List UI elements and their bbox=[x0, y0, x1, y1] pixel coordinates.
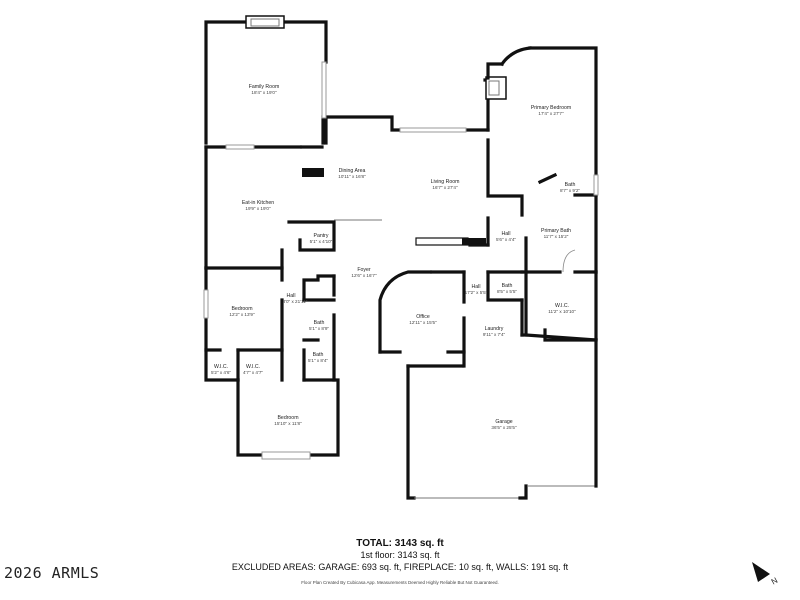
room-label-kitchen: Eat-in Kitchen bbox=[242, 200, 274, 206]
room-label-primary-bath: Primary Bath bbox=[541, 228, 571, 234]
hall-bath-walls bbox=[302, 274, 336, 382]
svg-text:8'7" x 9'2": 8'7" x 9'2" bbox=[560, 188, 580, 193]
svg-text:12'6" x 16'7": 12'6" x 16'7" bbox=[351, 273, 377, 278]
room-label-bedroom-south: Bedroom bbox=[277, 415, 298, 421]
room-label-hall-a: Hall bbox=[502, 231, 511, 237]
svg-text:4'7" x 4'7": 4'7" x 4'7" bbox=[243, 370, 263, 375]
svg-text:8'5" x 5'5": 8'5" x 5'5" bbox=[497, 289, 517, 294]
kitchen-walls bbox=[204, 145, 382, 270]
north-arrow-icon: N bbox=[752, 562, 780, 586]
room-label-garage: Garage bbox=[495, 419, 512, 425]
svg-text:9'11" x 7'4": 9'11" x 7'4" bbox=[483, 332, 506, 337]
svg-text:10'11" x 16'8": 10'11" x 16'8" bbox=[338, 174, 366, 179]
svg-text:12'2" x 13'9": 12'2" x 13'9" bbox=[229, 312, 255, 317]
room-label-pantry: Pantry bbox=[314, 233, 329, 239]
disclaimer: Floor Plan Created By Cubicasa App. Meas… bbox=[301, 580, 499, 585]
room-label-bath-d: Bath bbox=[314, 320, 325, 326]
room-label-office: Office bbox=[416, 314, 430, 320]
svg-text:5'1" x 8'9": 5'1" x 8'9" bbox=[309, 326, 329, 331]
living-area-walls bbox=[321, 76, 507, 145]
svg-text:16'7" x 27'4": 16'7" x 27'4" bbox=[432, 185, 458, 190]
room-label-bath-c: Bath bbox=[502, 283, 513, 289]
svg-text:17'2" x 5'5": 17'2" x 5'5" bbox=[465, 290, 488, 295]
primary-bedroom-walls bbox=[486, 46, 598, 274]
watermark: 2026 ARMLS bbox=[4, 564, 100, 582]
svg-text:17'4" x 27'7": 17'4" x 27'7" bbox=[538, 111, 564, 116]
svg-text:5'1" x 4'10": 5'1" x 4'10" bbox=[310, 239, 333, 244]
bedroom-south-walls bbox=[236, 348, 340, 460]
primary-bath-walls bbox=[520, 249, 598, 274]
laundry-walls bbox=[486, 270, 598, 342]
room-label-foyer: Foyer bbox=[357, 267, 371, 273]
svg-text:5'2" x 4'6": 5'2" x 4'6" bbox=[211, 370, 231, 375]
svg-text:12'11" x 15'5": 12'11" x 15'5" bbox=[409, 320, 437, 325]
svg-text:5'1" x 8'4": 5'1" x 8'4" bbox=[308, 358, 328, 363]
room-label-bedroom-west: Bedroom bbox=[231, 306, 252, 312]
svg-text:3'0" x 21'11": 3'0" x 21'11" bbox=[283, 299, 308, 304]
garage-walls bbox=[406, 338, 598, 500]
room-label-family: Family Room bbox=[249, 84, 280, 90]
svg-text:11'7" x 15'2": 11'7" x 15'2" bbox=[544, 234, 569, 239]
svg-text:18'4" x 19'0": 18'4" x 19'0" bbox=[251, 90, 277, 95]
room-labels: Family Room 18'4" x 19'0" Primary Bedroo… bbox=[211, 84, 580, 430]
room-label-hall-c: Hall bbox=[287, 293, 296, 299]
floor-area: 1st floor: 3143 sq. ft bbox=[360, 550, 440, 560]
room-label-wic-primary: W.I.C. bbox=[555, 303, 569, 309]
living-room-walls bbox=[415, 216, 490, 247]
windows bbox=[203, 61, 599, 319]
office-walls bbox=[378, 270, 466, 368]
svg-text:11'2" x 10'10": 11'2" x 10'10" bbox=[548, 309, 576, 314]
room-label-laundry: Laundry bbox=[485, 326, 504, 332]
room-label-bath-e: Bath bbox=[313, 352, 324, 358]
svg-text:36'5" x 25'5": 36'5" x 25'5" bbox=[491, 425, 517, 430]
room-label-hall-b: Hall bbox=[472, 284, 481, 290]
room-label-wic-b: W.I.C. bbox=[246, 364, 260, 370]
room-label-bath-primary: Bath bbox=[565, 182, 576, 188]
kitchen-counter bbox=[302, 168, 324, 177]
room-label-primary-bedroom: Primary Bedroom bbox=[531, 105, 571, 111]
north-label: N bbox=[770, 576, 780, 586]
room-label-living: Living Room bbox=[431, 179, 460, 185]
total-area: TOTAL: 3143 sq. ft bbox=[356, 538, 444, 549]
living-counter bbox=[415, 237, 469, 246]
room-label-dining: Dining Area bbox=[339, 168, 366, 174]
excluded-areas: EXCLUDED AREAS: GARAGE: 693 sq. ft, FIRE… bbox=[231, 562, 569, 572]
svg-text:15'10" x 11'8": 15'10" x 11'8" bbox=[274, 421, 302, 426]
room-label-wic-a: W.I.C. bbox=[214, 364, 228, 370]
family-room-walls bbox=[204, 15, 328, 149]
svg-text:19'9" x 19'0": 19'9" x 19'0" bbox=[245, 206, 271, 211]
svg-text:5'6" x 4'4": 5'6" x 4'4" bbox=[496, 237, 516, 242]
